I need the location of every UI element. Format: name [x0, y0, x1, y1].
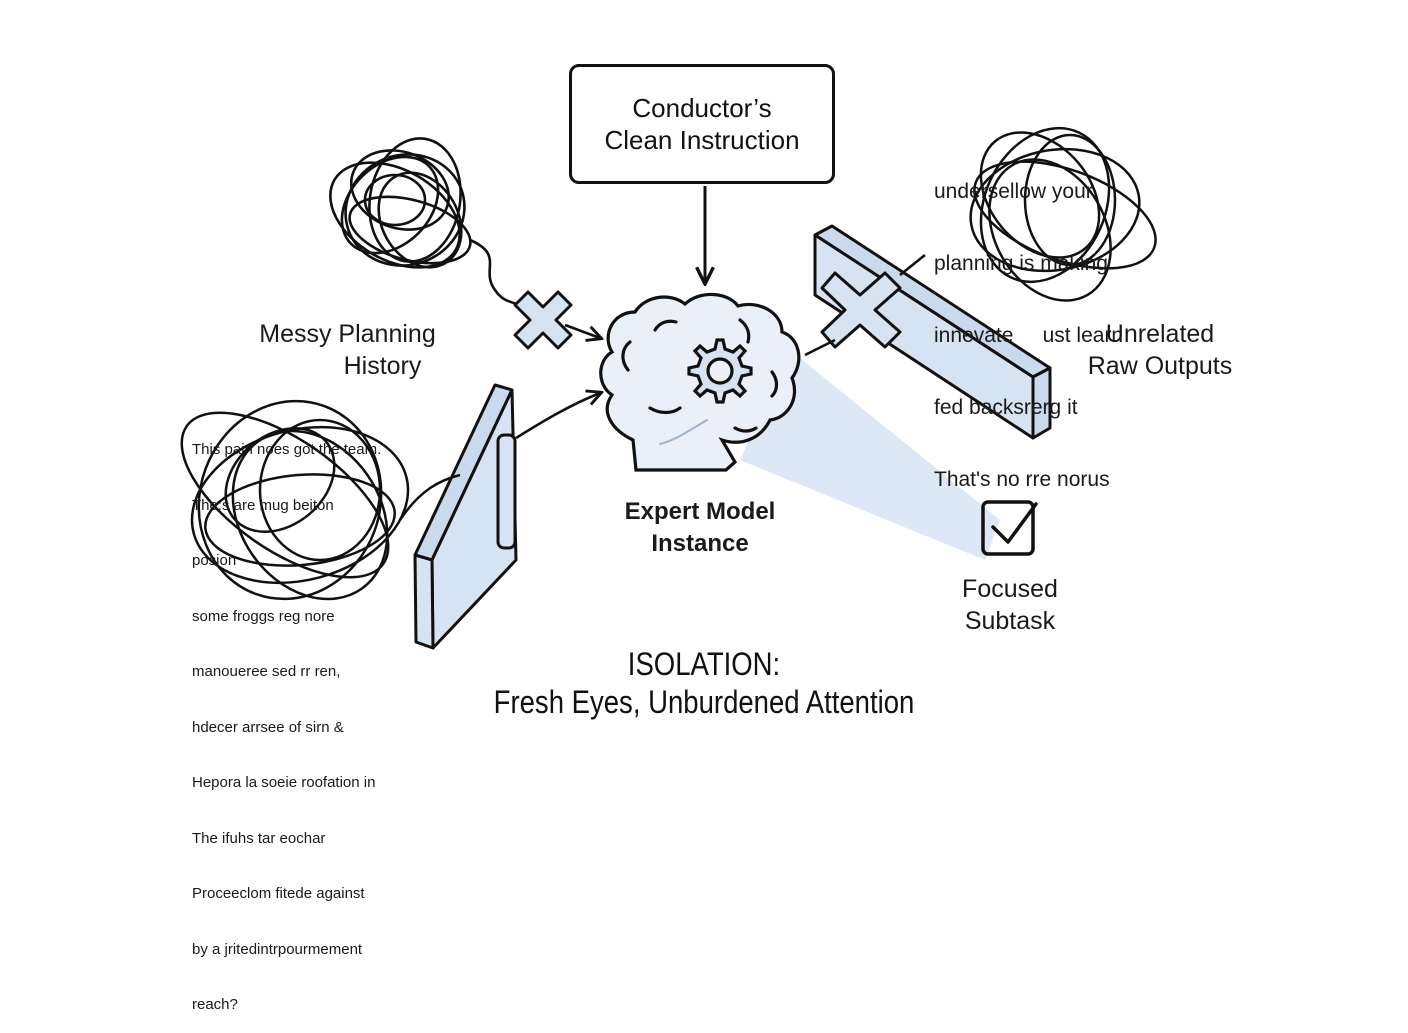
- scribble-line: planning is making: [934, 252, 1108, 275]
- scribble-line: by a jritedintrpourmement: [192, 940, 363, 958]
- scribble-line: This pain noes got the team.: [192, 441, 382, 458]
- blocked-x-icon: [513, 290, 573, 350]
- attention-beam: [740, 350, 1000, 560]
- brain-gear-icon: [599, 292, 801, 472]
- scribble-line: Hepora la soeie roofation in: [192, 774, 376, 791]
- focused-subtask-label: Focused Subtask: [930, 573, 1090, 637]
- scribble-line: The ifuhs tar eochar: [192, 829, 326, 847]
- focused-line-2: Subtask: [964, 607, 1056, 635]
- instruction-box: Conductor’s Clean Instruction: [569, 64, 835, 184]
- scribble-line: innevate ust learn: [934, 324, 1124, 347]
- messy-history-line-1: Messy Planning: [259, 320, 436, 348]
- scribble-line: reach?: [192, 996, 238, 1013]
- tangle-icon: [969, 126, 1157, 302]
- unrelated-line-1: Unrelated: [1105, 320, 1215, 348]
- scribble-line: The:s are mug beiton: [192, 496, 334, 514]
- scribble-line: fed backsrerg it: [934, 396, 1078, 419]
- arrow-icon: [564, 323, 600, 338]
- scribble-line: Proceeclom fitede against: [192, 885, 365, 902]
- expert-model-label: Expert Model Instance: [600, 496, 800, 560]
- diagram-title: ISOLATION: Fresh Eyes, Unburdened Attent…: [99, 645, 1310, 721]
- expert-line-1: Expert Model: [624, 498, 776, 525]
- tangle-icon: [329, 137, 523, 309]
- diagram-canvas: [180, 126, 1157, 650]
- title-line-1: ISOLATION:: [627, 646, 781, 682]
- arrow-icon: [515, 393, 600, 440]
- tangle-icon: [180, 399, 461, 601]
- scribble-line: manoueree sed rr ren,: [192, 663, 341, 680]
- wall-barrier-icon: [413, 383, 518, 650]
- scribble-line: That's no rre norus: [934, 468, 1110, 491]
- instruction-line-2: Clean Instruction: [604, 125, 800, 155]
- messy-history-label: Messy Planning History: [240, 318, 455, 382]
- instruction-line-1: Conductor’s: [632, 93, 772, 123]
- unrelated-outputs-label: Unrelated Raw Outputs: [1070, 318, 1250, 382]
- checkbox-check-icon: [981, 500, 1038, 556]
- unrelated-scribble-text: undersellow your planning is making inne…: [934, 132, 1123, 516]
- connector-line: [804, 253, 926, 357]
- scribble-line: undersellow your: [934, 180, 1093, 203]
- unrelated-line-2: Raw Outputs: [1087, 352, 1233, 380]
- title-line-2: Fresh Eyes, Unburdened Attention: [493, 684, 915, 720]
- messy-history-line-2: History: [343, 352, 422, 380]
- focused-line-1: Focused: [962, 575, 1058, 603]
- scribble-line: some froggs reg nore: [192, 607, 335, 625]
- blocked-x-icon: [820, 271, 902, 349]
- scribble-line: hdecer arrsee of sirn &: [192, 718, 344, 736]
- scribble-line: posion: [192, 552, 237, 569]
- expert-line-2: Instance: [651, 530, 749, 557]
